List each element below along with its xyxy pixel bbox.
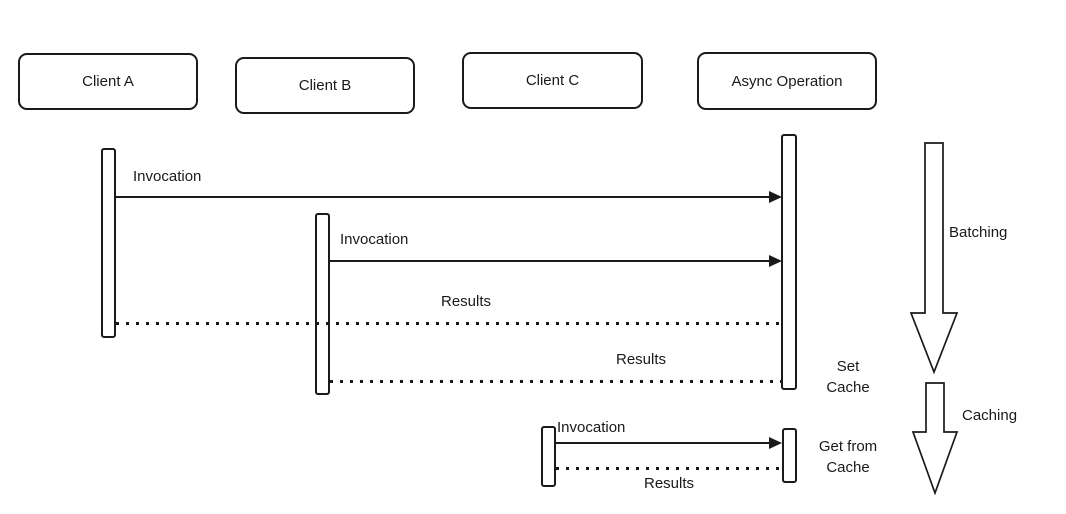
flow-label-caching: Caching (962, 407, 1018, 424)
actor-box-client-c: Client C (462, 52, 643, 109)
invocation-label-client-b: Invocation (340, 231, 409, 248)
invocation-line-client-b (330, 260, 770, 262)
annotation-get-from-cache: Get from Cache (818, 438, 878, 476)
activation-bar-async-batch (781, 134, 797, 390)
results-line-client-a (116, 322, 782, 325)
actor-label-client-a: Client A (82, 73, 134, 90)
activation-bar-client-b (315, 213, 330, 395)
results-label-client-b: Results (616, 351, 667, 368)
caching-arrow-icon (911, 382, 959, 496)
results-line-client-c (556, 467, 783, 470)
activation-bar-async-cache (782, 428, 797, 483)
invocation-line-client-a (116, 196, 770, 198)
arrowhead-icon (769, 255, 782, 267)
actor-label-client-b: Client B (298, 77, 352, 94)
invocation-label-client-a: Invocation (133, 168, 202, 185)
actor-box-client-b: Client B (235, 57, 415, 114)
actor-label-async-operation: Async Operation (731, 72, 843, 90)
results-line-client-b (330, 380, 782, 383)
results-label-client-c: Results (644, 475, 695, 492)
actor-label-client-c: Client C (525, 72, 580, 89)
invocation-label-client-c: Invocation (557, 419, 626, 436)
activation-bar-client-c (541, 426, 556, 487)
flow-label-batching: Batching (949, 224, 1008, 241)
actor-box-async-operation: Async Operation (697, 52, 877, 110)
results-label-client-a: Results (441, 293, 492, 310)
invocation-line-client-c (556, 442, 770, 444)
annotation-set-cache: Set Cache (826, 358, 870, 396)
batching-arrow-icon (909, 142, 959, 375)
activation-bar-client-a (101, 148, 116, 338)
arrowhead-icon (769, 191, 782, 203)
actor-box-client-a: Client A (18, 53, 198, 110)
arrowhead-icon (769, 437, 782, 449)
